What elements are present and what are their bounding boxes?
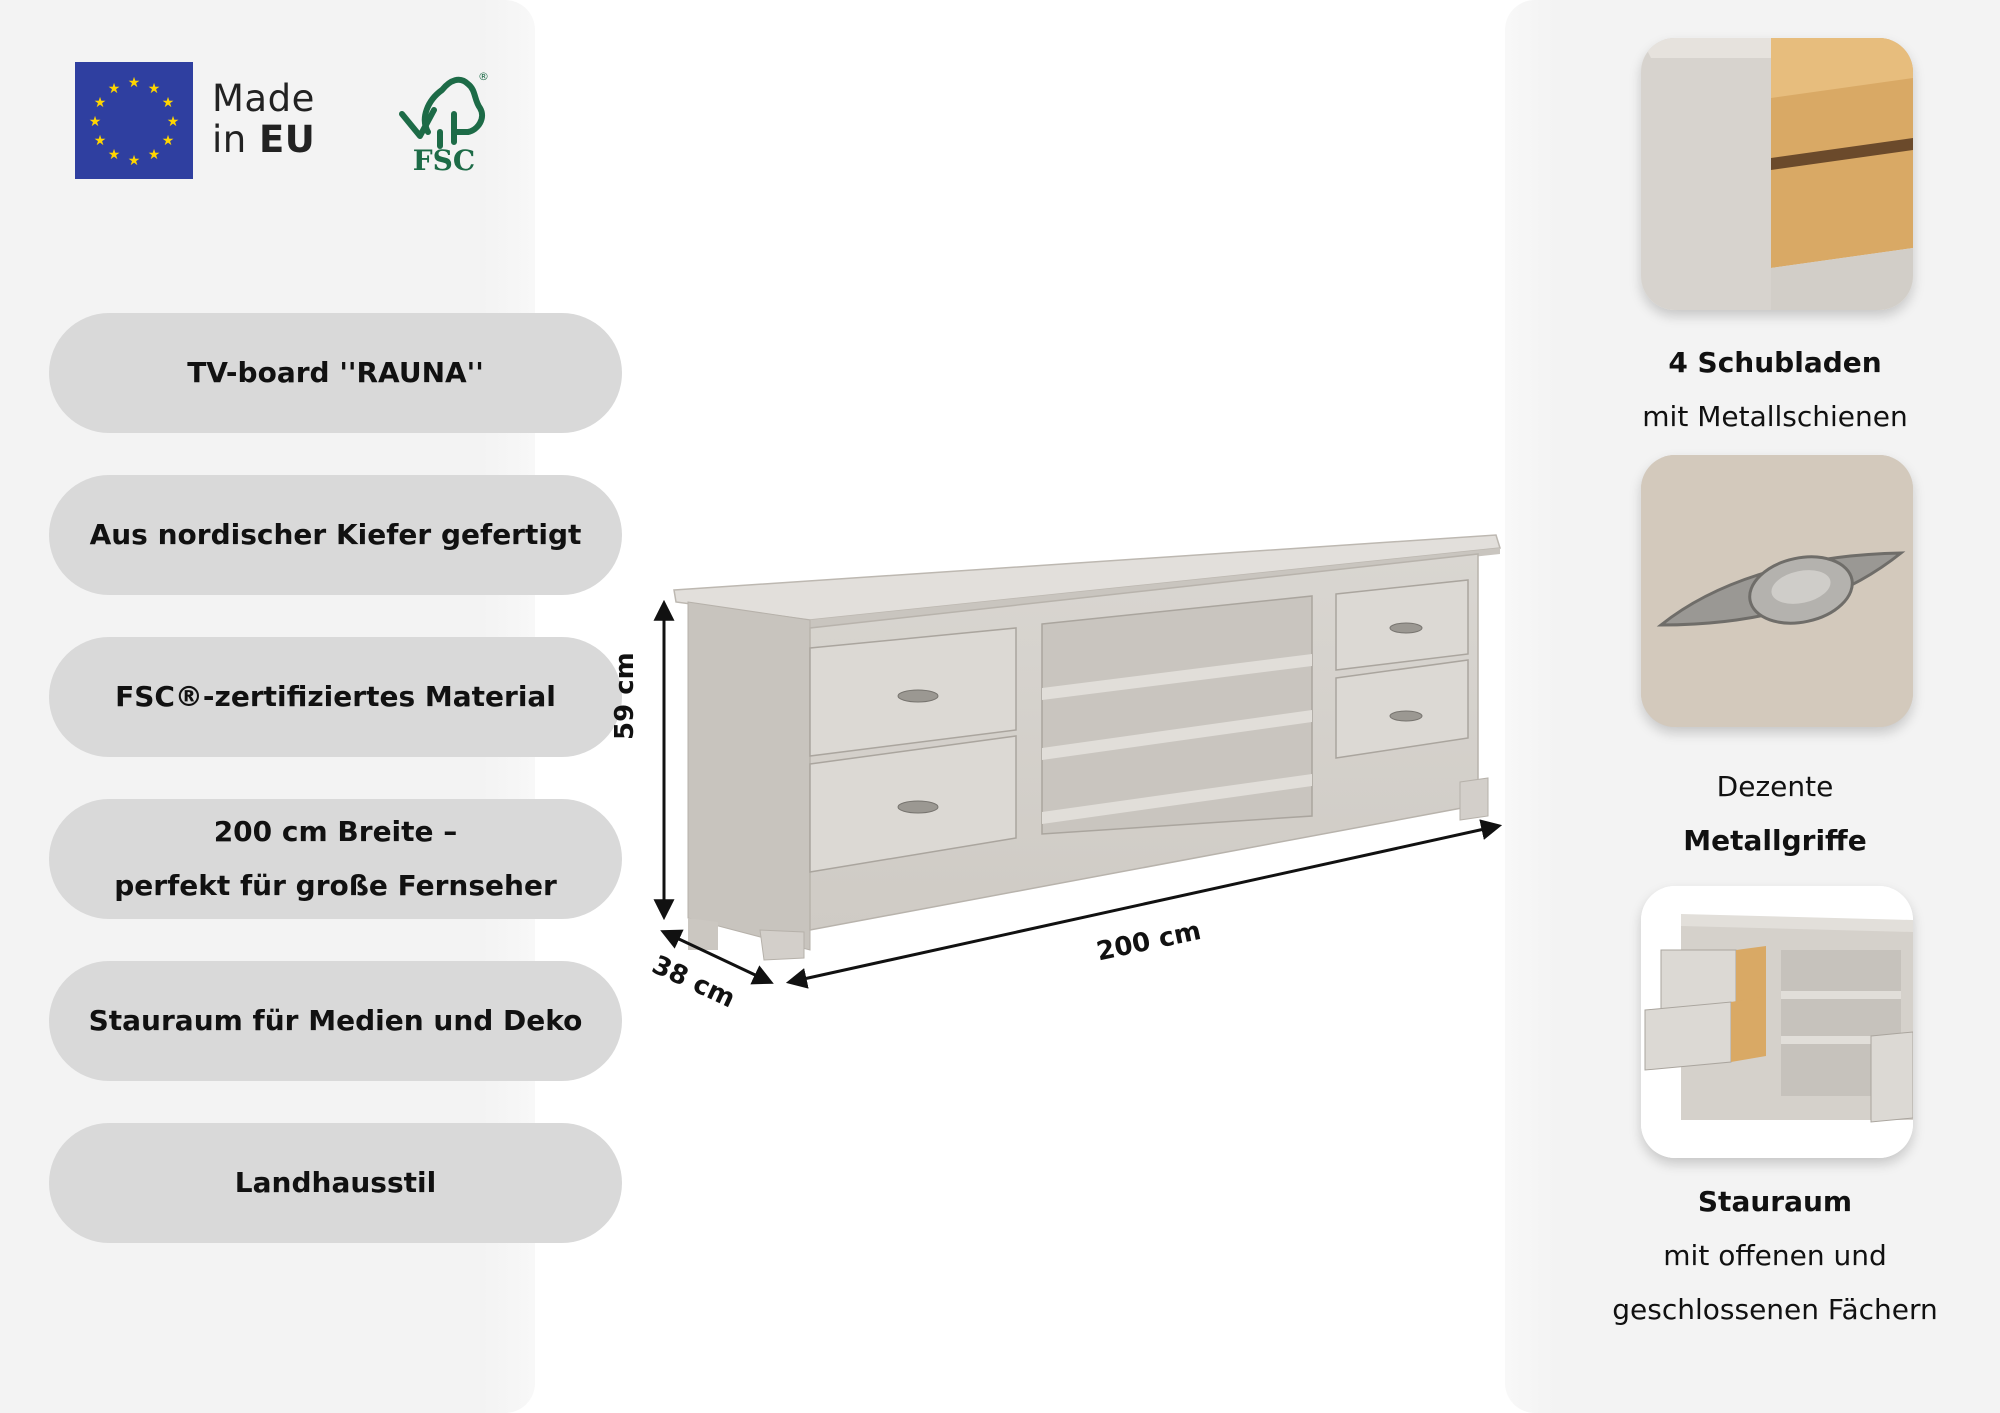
made-in-eu-label: Made in EU <box>212 78 315 160</box>
height-label: 59 cm <box>610 652 640 740</box>
svg-text:★: ★ <box>94 133 107 149</box>
svg-text:★: ★ <box>89 114 102 130</box>
feature-pill-style: Landhausstil <box>49 1123 622 1243</box>
svg-text:FSC: FSC <box>413 144 475 176</box>
depth-dimension-line <box>660 929 774 985</box>
feature-pill-name: TV-board ''RAUNA'' <box>49 313 622 433</box>
feature-pill-storage: Stauraum für Medien und Deko <box>49 961 622 1081</box>
drawer-caption: 4 Schubladen mit Metallschienen <box>1642 346 1908 433</box>
feature-pill-width: 200 cm Breite – perfekt für große Fernse… <box>49 799 622 919</box>
svg-text:★: ★ <box>128 153 141 169</box>
svg-text:★: ★ <box>162 133 175 149</box>
handle-caption: Dezente Metallgriffe <box>1683 770 1867 857</box>
svg-text:★: ★ <box>162 95 175 111</box>
made-in-line2: in EU <box>212 118 316 161</box>
storage-caption: Stauraum mit offenen und geschlossenen F… <box>1612 1185 1938 1326</box>
handle-detail-image <box>1641 455 1913 727</box>
svg-text:★: ★ <box>167 114 180 130</box>
eu-flag-icon: ★ ★ ★ ★ ★ ★ ★ ★ ★ ★ ★ ★ <box>75 62 193 179</box>
svg-text:★: ★ <box>148 147 161 163</box>
svg-text:★: ★ <box>128 75 141 91</box>
svg-text:★: ★ <box>108 147 121 163</box>
fsc-logo: ® FSC <box>398 66 489 177</box>
svg-text:★: ★ <box>94 95 107 111</box>
fsc-tree-icon: ® FSC <box>399 70 489 177</box>
made-in-line1: Made <box>212 77 315 120</box>
drawer-detail-image <box>1641 38 1913 310</box>
svg-text:®: ® <box>478 70 488 83</box>
tv-board-illustration <box>653 534 1503 989</box>
width-dimension-line <box>785 819 1503 989</box>
svg-text:★: ★ <box>148 81 161 97</box>
feature-pill-material: Aus nordischer Kiefer gefertigt <box>49 475 622 595</box>
feature-pill-fsc: FSC®-zertifiziertes Material <box>49 637 622 757</box>
svg-text:★: ★ <box>108 81 121 97</box>
storage-detail-image <box>1641 886 1913 1158</box>
